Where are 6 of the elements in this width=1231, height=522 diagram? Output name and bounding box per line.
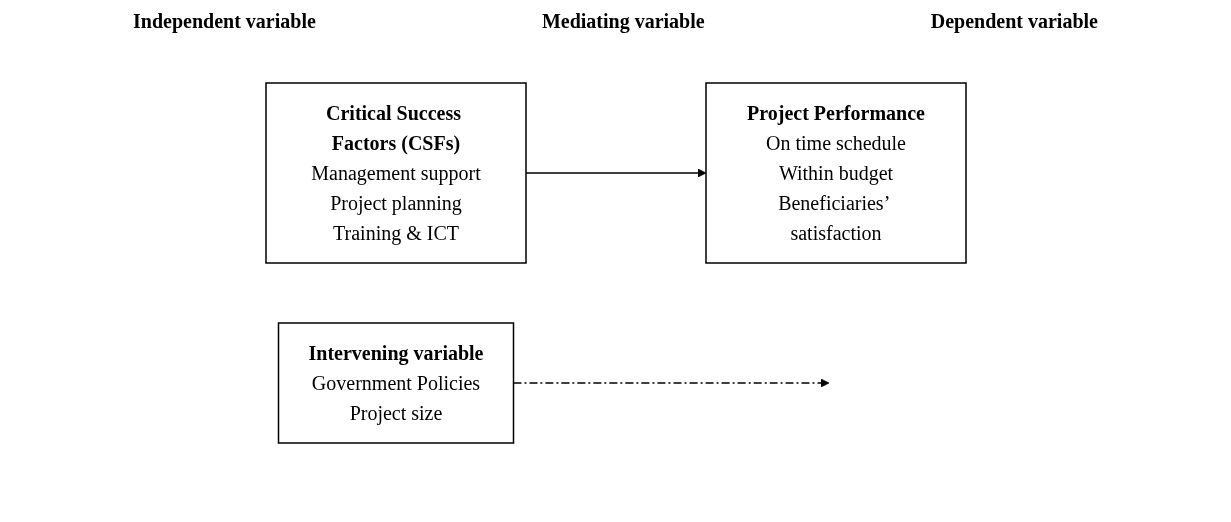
node-box: Critical Success Factors (CSFs) Management support Project planning Training & ICT — [264, 82, 527, 264]
node-box: Intervening variable Government Policies Project size — [277, 322, 514, 444]
column-heading: Dependent variable — [930, 10, 1098, 33]
column-heading: Independent variable — [133, 10, 316, 33]
column-heading: Mediating variable — [541, 10, 705, 33]
node-box: Project Performance On time schedule Within budget Beneficiaries’ satisfaction — [704, 82, 967, 264]
